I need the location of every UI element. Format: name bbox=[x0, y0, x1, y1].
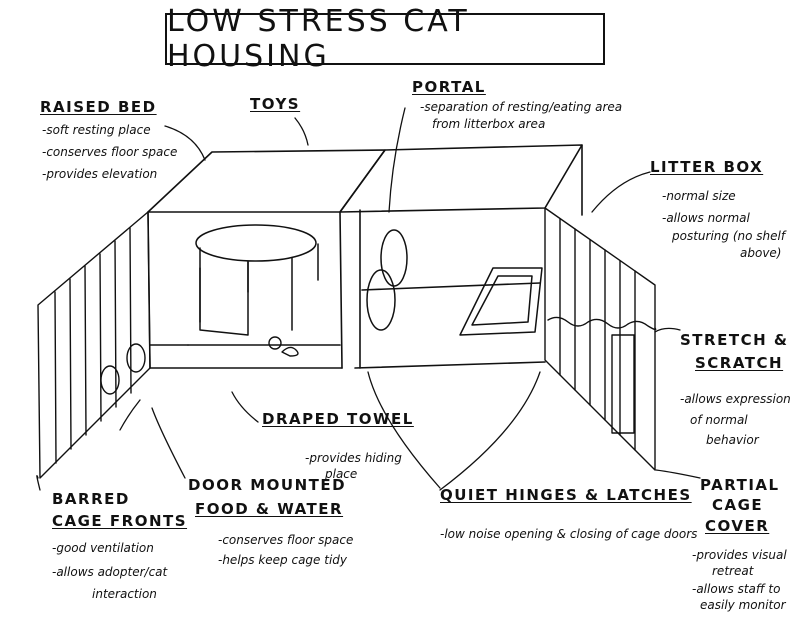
toys-drawing bbox=[268, 336, 299, 357]
partial-cover-heading-1: Partial bbox=[700, 476, 780, 494]
left-compartment bbox=[147, 149, 386, 369]
stretch-scratch-bullet: of normal bbox=[690, 413, 748, 427]
stretch-scratch-heading-2: Scratch bbox=[695, 354, 784, 372]
barred-bullet: interaction bbox=[92, 587, 157, 601]
litter-box-bullet: above) bbox=[740, 246, 782, 260]
quiet-hinges-heading: Quiet Hinges & Latches bbox=[440, 486, 692, 504]
partial-cover-heading-3: Cover bbox=[705, 517, 770, 535]
right-barred-door bbox=[544, 207, 657, 471]
barred-bullet: -good ventilation bbox=[52, 541, 154, 555]
litter-box-bullet: -normal size bbox=[662, 189, 736, 203]
raised-bed-bullet: -conserves floor space bbox=[42, 145, 178, 159]
partial-cover-heading-2: Cage bbox=[712, 496, 764, 514]
draped-towel-bullet: -provides hiding bbox=[305, 451, 402, 465]
portal-drawing bbox=[366, 229, 408, 331]
barred-heading-2: Cage Fronts bbox=[52, 512, 188, 530]
quiet-hinges-bullet: -low noise opening & closing of cage doo… bbox=[440, 527, 698, 541]
leader-arrows bbox=[36, 107, 701, 491]
barred-bullet: -allows adopter/cat bbox=[52, 565, 168, 579]
stretch-scratch-bullet: -allows expression bbox=[680, 392, 791, 406]
door-mounted-heading-2: Food & Water bbox=[195, 500, 344, 518]
draped-towel-heading: Draped Towel bbox=[262, 410, 414, 428]
partial-cover-bullet: easily monitor bbox=[700, 598, 786, 612]
door-mounted-heading-1: Door Mounted bbox=[188, 476, 347, 494]
partial-cover-bullet: -allows staff to bbox=[692, 582, 781, 596]
draped-towel-bullet: place bbox=[325, 467, 358, 481]
barred-heading-1: Barred bbox=[52, 490, 130, 508]
left-barred-door bbox=[37, 211, 151, 479]
portal-heading: Portal bbox=[412, 78, 486, 96]
partial-cover-bullet: retreat bbox=[712, 564, 754, 578]
litter-box-heading: Litter Box bbox=[650, 158, 764, 176]
litter-box-bullet: -allows normal bbox=[662, 211, 750, 225]
raised-bed-bullet: -provides elevation bbox=[42, 167, 158, 181]
stretch-scratch-heading-1: Stretch & bbox=[680, 331, 789, 349]
door-mounted-bullet: -helps keep cage tidy bbox=[218, 553, 348, 567]
litter-box-bullet: posturing (no shelf bbox=[672, 229, 786, 243]
portal-bullet: -separation of resting/eating area bbox=[420, 100, 623, 114]
litter-box-drawing bbox=[459, 267, 543, 336]
partial-cover-bullet: -provides visual bbox=[692, 548, 787, 562]
door-mounted-bullet: -conserves floor space bbox=[218, 533, 354, 547]
portal-bullet: from litterbox area bbox=[432, 117, 546, 131]
right-compartment bbox=[339, 144, 583, 369]
raised-bed bbox=[195, 224, 319, 336]
toys-heading: Toys bbox=[250, 95, 301, 113]
stretch-scratch-bullet: behavior bbox=[706, 433, 759, 447]
raised-bed-heading: Raised Bed bbox=[40, 98, 157, 116]
raised-bed-bullet: -soft resting place bbox=[42, 123, 151, 137]
